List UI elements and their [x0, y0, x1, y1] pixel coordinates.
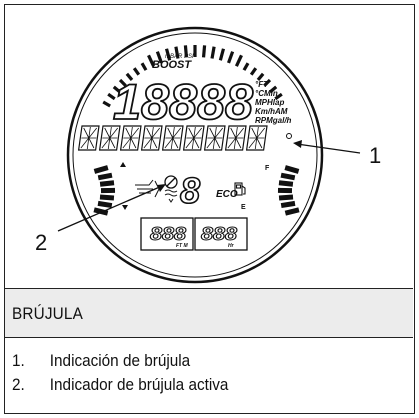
- alpha-cell-segments: [143, 127, 161, 149]
- unit-label: Km/hAM: [255, 107, 288, 116]
- alpha-cell-segments: [80, 127, 98, 149]
- legend-list: 1. Indicación de brújula 2. Indicador de…: [5, 341, 413, 411]
- fuel-bar: [277, 187, 293, 194]
- alpha-cell-segments: [248, 127, 266, 149]
- trim-left-digits: 888: [150, 224, 186, 244]
- legend-text: Indicación de brújula: [49, 351, 191, 370]
- fuel-bar: [278, 194, 294, 201]
- boost-segment: [118, 78, 127, 87]
- fuel-bar: [278, 180, 294, 187]
- boost-segment: [263, 78, 272, 87]
- legend-number: 2.: [12, 375, 25, 394]
- left-bar: [99, 180, 115, 187]
- unit-label: MPHlap: [255, 98, 284, 107]
- trim-left-unit: FT M: [176, 243, 188, 249]
- legend-item: 2. Indicador de brújula activa: [12, 375, 228, 395]
- trim-right-unit: Hr: [228, 243, 235, 249]
- left-bar: [93, 207, 109, 216]
- alpha-cell-segments: [101, 127, 119, 149]
- boost-segment: [112, 85, 121, 94]
- alpha-cell-segments: [122, 127, 140, 149]
- boost-segment: [125, 72, 134, 81]
- left-bar: [100, 187, 116, 194]
- eco-label: ECO: [216, 189, 238, 200]
- callout-1: 1: [293, 140, 381, 168]
- fuel-bar: [284, 165, 300, 174]
- boost-segment: [164, 48, 172, 61]
- alpha-cell-segments: [227, 127, 245, 149]
- unit-label: RPMgal/h: [255, 116, 292, 125]
- main-digit-display: 18888: [113, 74, 253, 130]
- alpha-cell-segments: [206, 127, 224, 149]
- legend-text: Indicador de brújula activa: [49, 375, 229, 394]
- unit-label: °CMin: [255, 89, 278, 98]
- boost-bar-segments: [102, 45, 283, 108]
- gear-digit-display: 8: [180, 170, 200, 211]
- boost-segment: [132, 67, 141, 76]
- fuel-bar: [284, 207, 300, 216]
- fuel-bar-graph: [277, 165, 300, 216]
- boost-segment: [210, 46, 216, 59]
- boost-segment: [147, 54, 156, 67]
- fuel-bar: [280, 200, 296, 209]
- legend-number: 1.: [12, 351, 25, 370]
- fuel-pump-icon: [234, 182, 246, 196]
- callout-number: 1: [369, 143, 381, 168]
- down-arrow-icon: [122, 205, 128, 210]
- fuel-full-label: F: [265, 165, 270, 172]
- lcd-gauge-illustration: mBAR PSI BOOST 18888 °FT °CMin MPHlap Km…: [35, 26, 381, 284]
- gauge-figure: mBAR PSI BOOST 18888 °FT °CMin MPHlap Km…: [5, 5, 413, 289]
- boost-unit-label: mBAR PSI: [165, 54, 194, 60]
- boost-segment: [107, 92, 116, 101]
- boost-segment: [227, 51, 235, 64]
- left-bar: [97, 200, 113, 209]
- fuel-empty-label: E: [241, 204, 246, 211]
- left-bar: [93, 165, 109, 174]
- unit-label: °FT: [255, 80, 269, 89]
- callout-number: 2: [35, 230, 47, 255]
- trim-right-digits: 888: [201, 224, 237, 244]
- boost-segment: [174, 46, 180, 59]
- boost-segment: [155, 51, 163, 64]
- boost-segment: [201, 45, 207, 58]
- alphanumeric-display: [77, 125, 268, 151]
- alpha-cell-segments: [164, 127, 182, 149]
- left-bar: [97, 172, 113, 181]
- callout-2: 2: [35, 184, 166, 255]
- up-arrow-icon: [120, 162, 126, 167]
- boost-segment: [274, 92, 283, 101]
- boost-segment: [234, 54, 243, 67]
- section-caption: BRÚJULA: [5, 289, 413, 338]
- degree-dot-icon: [286, 133, 292, 139]
- boost-segment: [256, 72, 265, 81]
- document-frame: mBAR PSI BOOST 18888 °FT °CMin MPHlap Km…: [4, 4, 415, 414]
- boost-segment: [102, 100, 111, 108]
- boost-segment: [249, 67, 258, 76]
- trim-readout-right: 888 Hr: [194, 217, 248, 251]
- compass-active-icon: [164, 175, 178, 203]
- left-bar: [99, 194, 115, 201]
- fuel-bar: [280, 172, 296, 181]
- boost-label: BOOST: [152, 59, 192, 71]
- trim-readout-left: 888 FT M: [140, 217, 194, 251]
- alpha-cell-segments: [185, 127, 203, 149]
- boost-segment: [218, 48, 226, 61]
- boost-segment: [183, 45, 189, 58]
- legend-item: 1. Indicación de brújula: [12, 351, 190, 371]
- unit-labels: °FT °CMin MPHlap Km/hAM RPMgal/h: [255, 80, 292, 125]
- boost-segment: [140, 62, 148, 71]
- left-bar-graph: [93, 165, 116, 216]
- gauge-outer-ring: [66, 26, 324, 284]
- caption-title: BRÚJULA: [12, 304, 83, 323]
- boost-segment: [269, 85, 278, 94]
- gauge-inner-ring: [72, 32, 318, 278]
- boost-segment: [242, 62, 250, 71]
